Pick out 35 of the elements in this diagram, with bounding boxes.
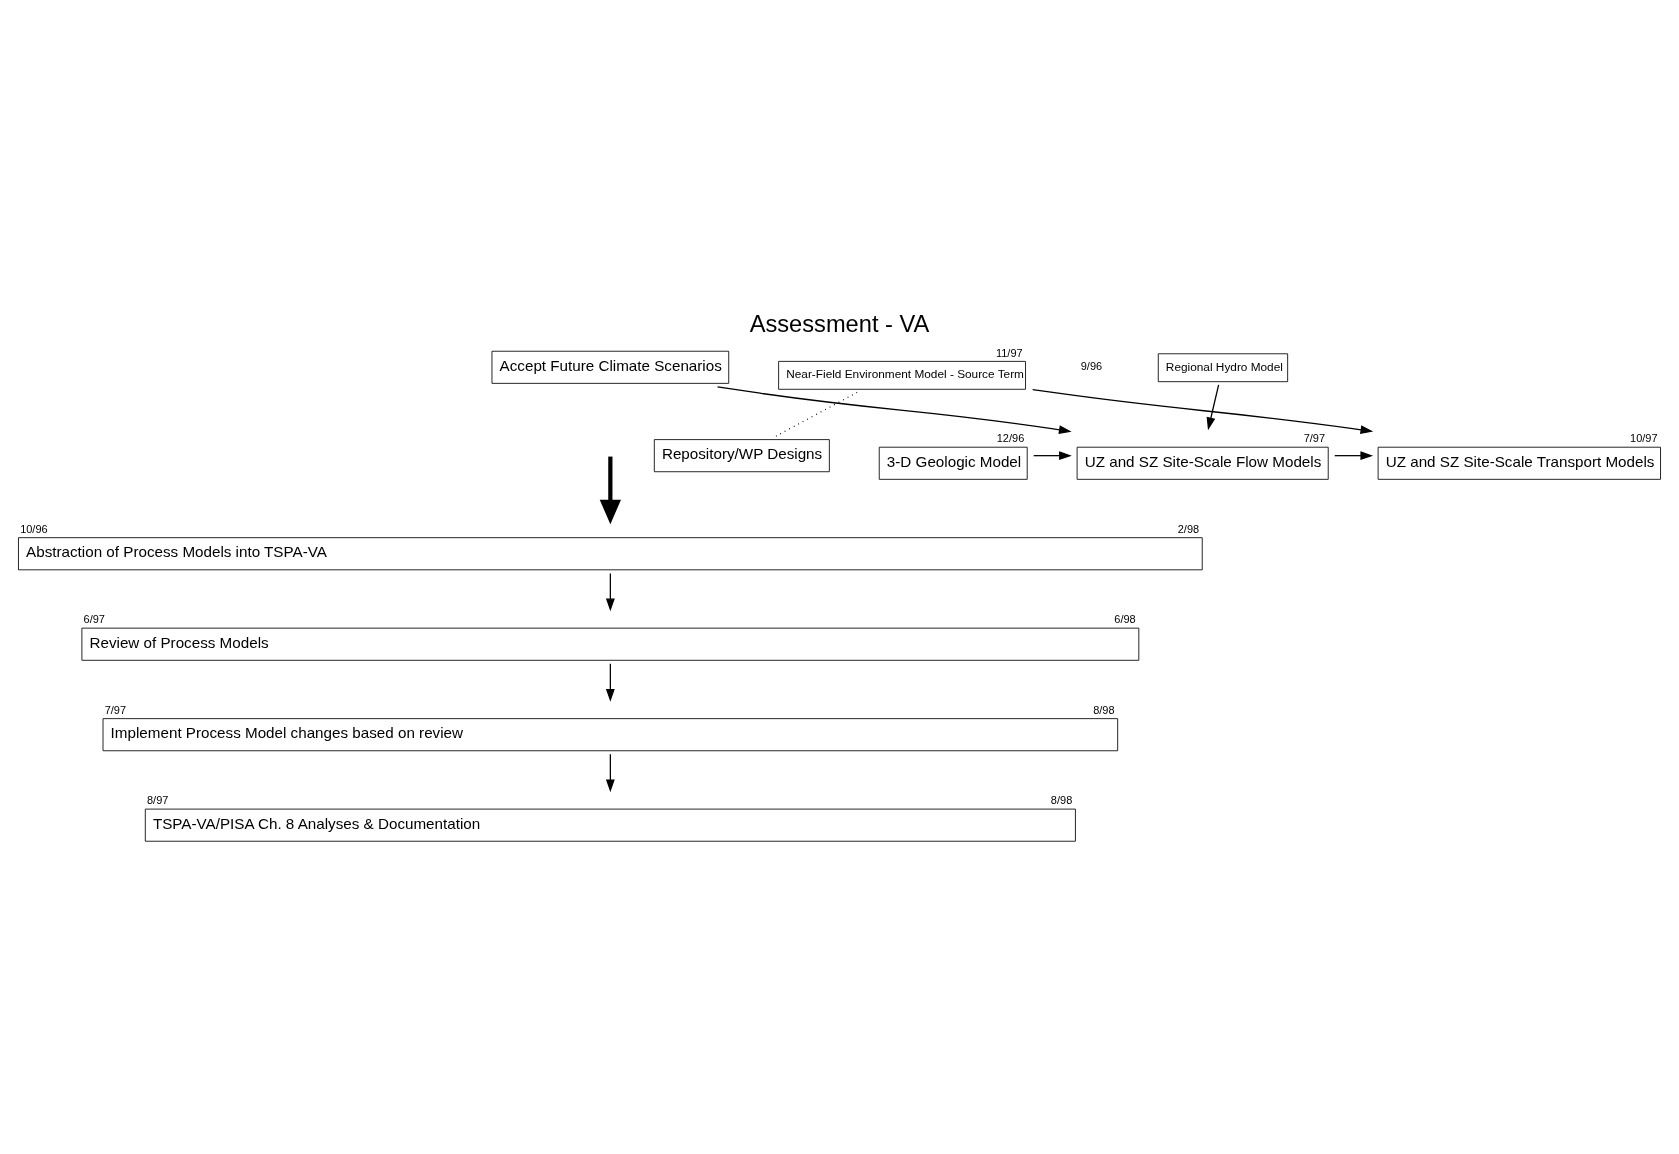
node-box: Regional Hydro Model	[1157, 353, 1289, 383]
node-label: 10/96	[20, 522, 48, 535]
node-box: TSPA-VA/PISA Ch. 8 Analyses & Documentation	[144, 808, 1076, 842]
connector	[775, 391, 858, 437]
arrow	[1032, 388, 1374, 435]
node-label: 7/97	[104, 703, 127, 716]
label: 9/96	[1080, 360, 1103, 373]
node-label: 8/98	[1093, 703, 1115, 716]
arrow	[716, 386, 1072, 435]
node-box: Abstraction of Process Models into TSPA-VA	[18, 537, 1203, 571]
node-box: 3-D Geologic Model	[878, 446, 1028, 480]
node-label: 6/97	[83, 613, 105, 626]
diagram-title: Assessment - VA	[749, 310, 930, 337]
node-box: Near-Field Environment Model - Source Term	[778, 360, 1026, 390]
node-label: 12/96	[996, 432, 1025, 445]
node-label: 10/97	[1630, 432, 1658, 445]
node-label: 8/97	[146, 794, 169, 807]
node-label: 8/98	[1050, 794, 1073, 807]
arrow	[1206, 384, 1220, 431]
arrow	[1334, 451, 1374, 461]
arrow	[599, 456, 621, 525]
node-label: 11/97	[995, 346, 1023, 359]
arrow	[605, 753, 615, 793]
arrow	[605, 663, 615, 702]
arrow	[1033, 451, 1072, 461]
node-label: 2/98	[1177, 522, 1200, 535]
node-box: Repository/WP Designs	[653, 439, 830, 473]
node-box: Review of Process Models	[81, 627, 1140, 661]
node-box: UZ and SZ Site-Scale Flow Models	[1076, 446, 1329, 480]
node-label: 6/98	[1114, 613, 1136, 626]
node-label: 7/97	[1303, 432, 1326, 445]
arrow	[605, 572, 615, 612]
node-box: Accept Future Climate Scenarios	[491, 350, 730, 384]
node-box: Implement Process Model changes based on review	[102, 718, 1119, 752]
node-box: UZ and SZ Site-Scale Transport Models	[1377, 446, 1661, 480]
